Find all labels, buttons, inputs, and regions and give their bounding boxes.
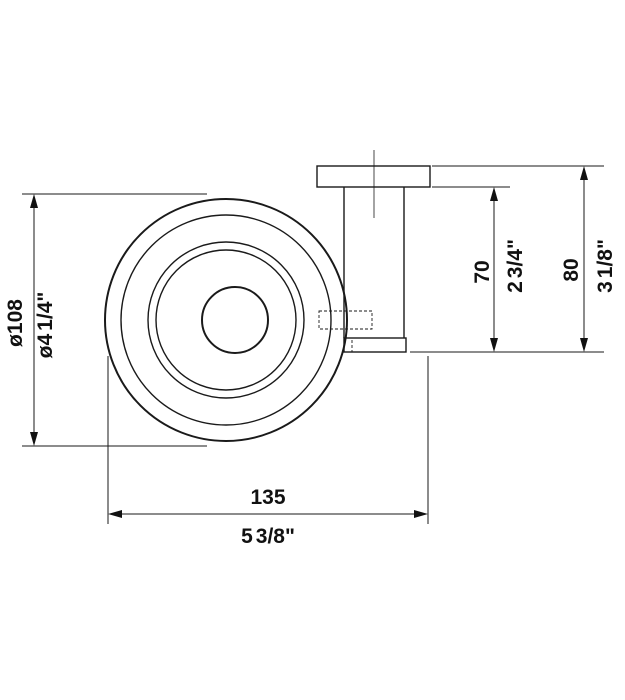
arrow-width-right	[414, 510, 428, 518]
label-depth-inner-metric: 70	[471, 260, 494, 283]
arrow-depth-outer-bottom	[580, 338, 588, 352]
label-diameter-imperial-frac: 1/4"	[34, 292, 57, 331]
label-depth-outer-imperial-whole: 3	[594, 281, 617, 293]
hidden-pin	[318, 310, 373, 330]
second-ring	[120, 214, 332, 426]
outer-ring	[104, 198, 348, 442]
inner-ring-2	[155, 249, 297, 391]
center-hole	[201, 286, 269, 354]
label-depth-inner-imperial-group: 2 3/4"	[504, 239, 527, 293]
round-holder	[104, 198, 348, 442]
arrow-depth-inner-bottom	[490, 338, 498, 352]
arrow-diameter-bottom	[30, 432, 38, 446]
label-depth-outer-imperial: 3 1/8"	[594, 239, 617, 293]
wall-plate	[316, 165, 431, 188]
arrow-diameter-top	[30, 194, 38, 208]
bracket-foot	[343, 337, 407, 353]
dimension-lines	[30, 166, 588, 518]
arrow-width-left	[108, 510, 122, 518]
label-depth-outer-metric: 80	[560, 258, 583, 281]
label-depth-outer-metric-group: 80	[560, 258, 583, 281]
label-diameter-metric-group: ø108	[4, 299, 27, 347]
label-diameter-imperial: ø4 1/4"	[34, 292, 57, 359]
label-depth-inner-imperial-whole: 2	[504, 281, 527, 293]
extension-lines	[22, 165, 604, 524]
arrow-depth-outer-top	[580, 166, 588, 180]
arrow-depth-inner-top	[490, 187, 498, 201]
label-width-imperial-frac: 3/8"	[256, 525, 295, 548]
label-depth-inner-metric-group: 70	[471, 260, 494, 283]
label-width-imperial-whole: 5	[241, 525, 253, 548]
label-depth-outer-imperial-frac: 1/8"	[594, 239, 617, 278]
label-depth-inner-imperial: 2 3/4"	[504, 239, 527, 293]
label-width-metric: 135	[250, 486, 285, 509]
label-diameter-imperial-group: ø4 1/4"	[34, 292, 57, 359]
inner-ring	[147, 241, 305, 399]
wall-bracket	[316, 150, 431, 353]
label-depth-inner-imperial-frac: 3/4"	[504, 239, 527, 278]
label-diameter-imperial-whole: ø4	[34, 334, 57, 359]
label-depth-outer-imperial-group: 3 1/8"	[594, 239, 617, 293]
label-diameter-metric: ø108	[4, 299, 27, 347]
